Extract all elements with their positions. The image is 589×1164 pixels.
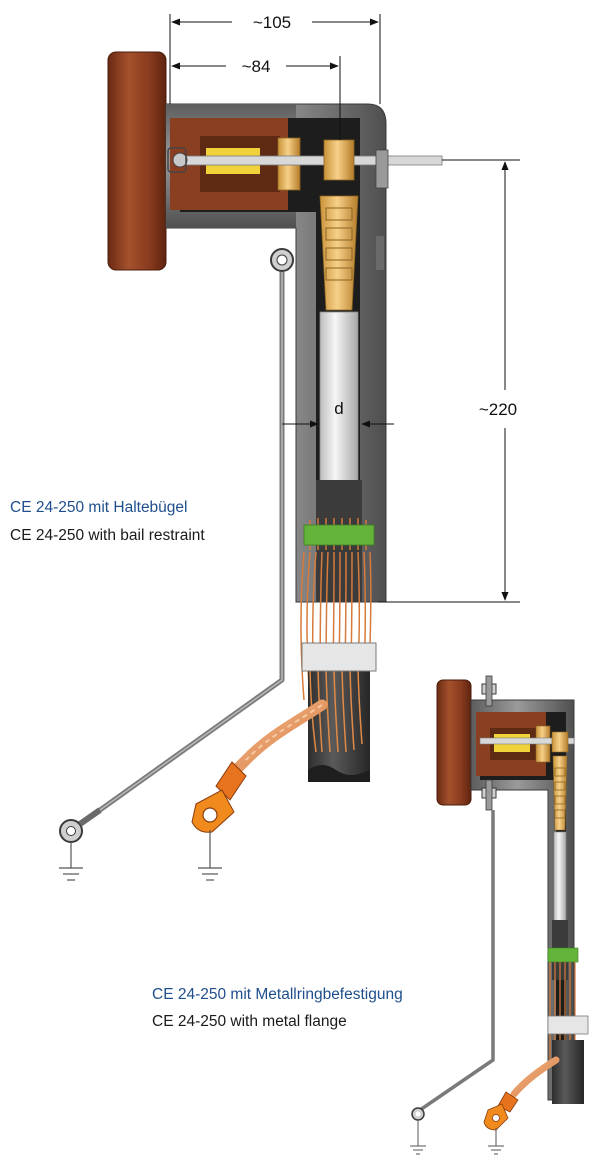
ground-symbol-bail <box>59 842 83 881</box>
small-cable-sheath <box>552 1040 584 1104</box>
small-elbow-housing <box>470 699 575 1101</box>
end-plug <box>375 149 389 189</box>
bushing-flange <box>107 51 167 271</box>
dim-diameter: d <box>334 399 343 418</box>
stress-control-band <box>303 524 375 546</box>
ground-symbol <box>198 830 222 881</box>
threaded-rod <box>175 155 443 166</box>
dim-overall-width: ~105 <box>253 13 291 32</box>
caption-flange-de: CE 24-250 mit Metallringbefestigung <box>152 986 403 1003</box>
cable-lug-head <box>323 139 355 181</box>
caption-bail-en: CE 24-250 with bail restraint <box>10 527 205 544</box>
small-stress-band <box>547 947 579 963</box>
dim-inner-width: ~84 <box>242 57 271 76</box>
small-clamp-ring <box>547 1015 589 1035</box>
flange-bolts <box>481 675 497 811</box>
bail-restraint-connector <box>59 51 443 881</box>
dimension-lines <box>169 14 520 603</box>
small-ground-wire <box>419 810 495 1112</box>
clamp-ring <box>301 642 377 672</box>
small-bushing-flange <box>436 679 472 806</box>
conductor <box>319 311 359 493</box>
caption-bail-de: CE 24-250 mit Haltebügel <box>10 499 188 516</box>
cable-lug-barrel <box>319 195 359 311</box>
metal-flange-connector <box>410 675 589 1155</box>
caption-flange-en: CE 24-250 with metal flange <box>152 1013 347 1030</box>
small-ground-symbol <box>488 1128 504 1155</box>
dim-height: ~220 <box>479 400 517 419</box>
